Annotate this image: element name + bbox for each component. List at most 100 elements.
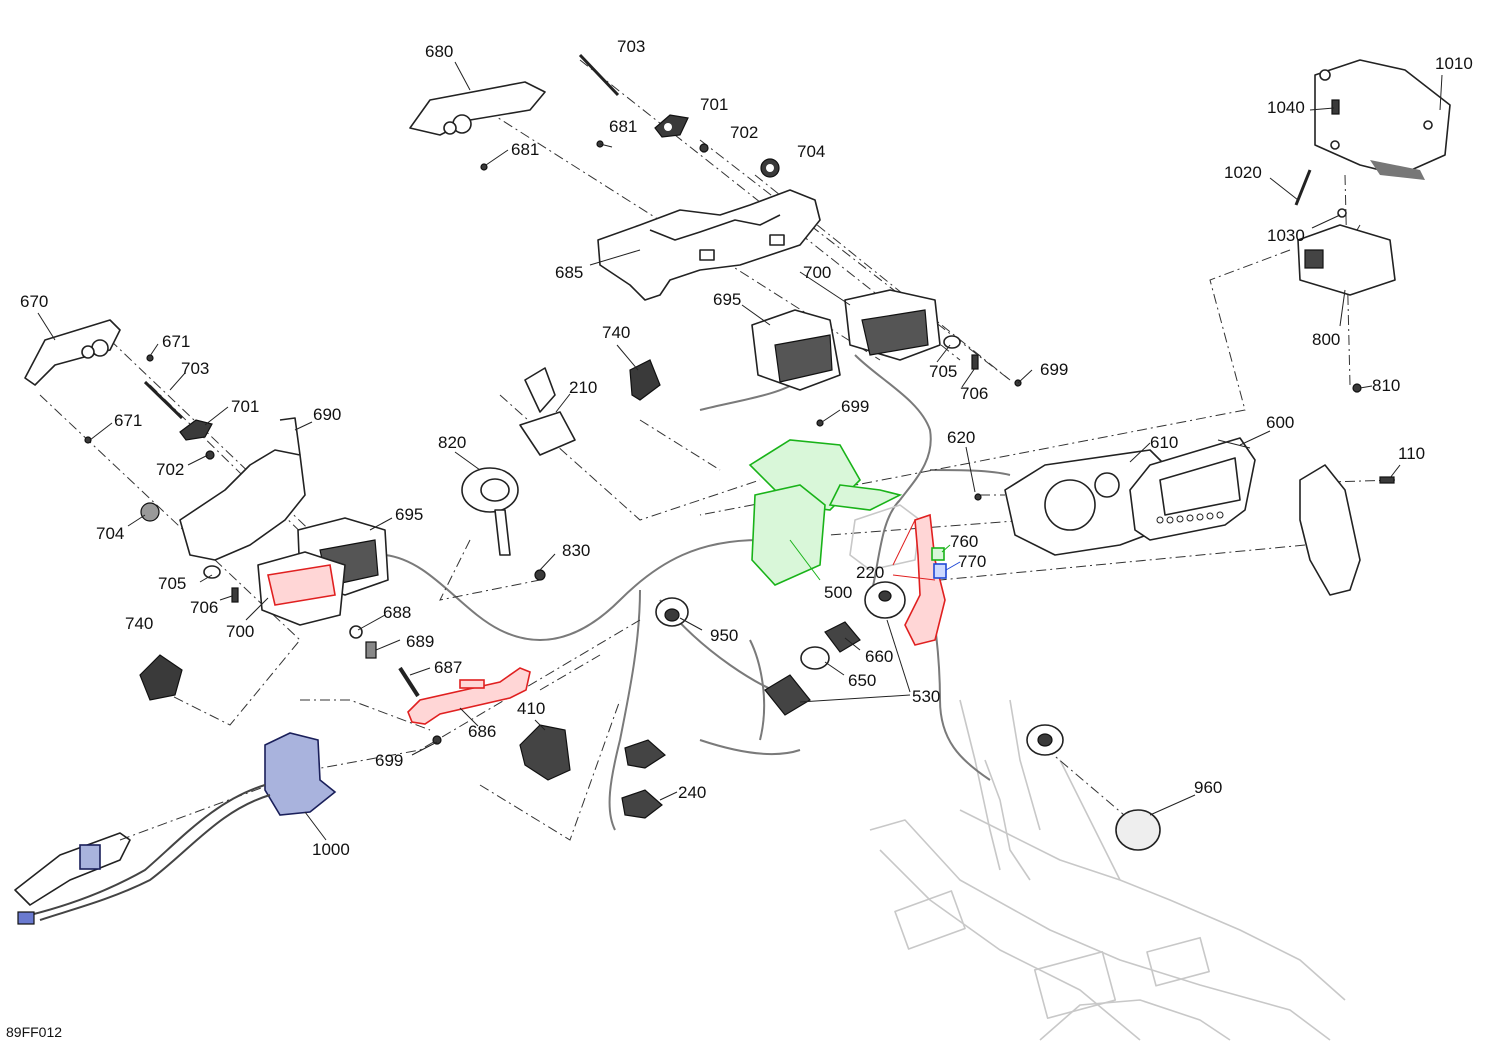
callout-1030: 1030 (1267, 226, 1305, 245)
part-686-bracket-red (407, 667, 531, 725)
part-685-bracket (597, 189, 821, 301)
callout-770: 770 (958, 552, 986, 571)
assembly-dashed-lines (39, 59, 1396, 841)
part-620-screw (974, 493, 982, 501)
callout-671: 671 (114, 411, 142, 430)
callout-699: 699 (375, 751, 403, 770)
callout-620: 620 (947, 428, 975, 447)
part-681-screw (480, 140, 604, 171)
callout-210: 210 (569, 378, 597, 397)
callout-800: 800 (1312, 330, 1340, 349)
callout-689: 689 (406, 632, 434, 651)
part-702-screw-left (205, 450, 215, 460)
part-703-screw-left (143, 380, 184, 420)
part-701-nut-left (179, 419, 213, 441)
callout-695: 695 (713, 290, 741, 309)
part-706-screw-left (231, 587, 239, 603)
callout-690: 690 (313, 405, 341, 424)
vehicle-frame (869, 699, 1346, 1041)
callout-410: 410 (517, 699, 545, 718)
part-810-screw (1352, 383, 1362, 393)
callout-110: 110 (1398, 444, 1425, 463)
part-800-module (1297, 224, 1396, 296)
part-820-horn (461, 467, 519, 556)
part-210-connector (519, 367, 576, 456)
callout-660: 660 (865, 647, 893, 666)
callout-500: 500 (824, 583, 852, 602)
part-706-screw (971, 354, 979, 370)
callout-labels: 680 703 701 681 681 702 704 1010 1040 10… (20, 37, 1473, 859)
part-671-screw (84, 354, 154, 444)
part-950-switch (655, 597, 689, 627)
callout-703: 703 (617, 37, 645, 56)
callout-702: 702 (730, 123, 758, 142)
part-687-screw (398, 666, 420, 698)
part-830-nut (534, 569, 546, 581)
drawing-code: 89FF012 (6, 1024, 62, 1040)
part-688-washer (349, 625, 363, 639)
part-701-nut (654, 114, 689, 138)
part-704-grommet-left (140, 502, 160, 522)
part-705-washer-left (203, 565, 221, 579)
callout-740: 740 (125, 614, 153, 633)
callout-1010: 1010 (1435, 54, 1473, 73)
callout-220: 220 (856, 563, 884, 582)
callout-240: 240 (678, 783, 706, 802)
callout-703: 703 (181, 359, 209, 378)
callout-671: 671 (162, 332, 190, 351)
part-410-connector (519, 724, 571, 781)
part-695-light-module (751, 309, 841, 391)
callout-704: 704 (797, 142, 825, 161)
part-12v-socket (1026, 724, 1064, 756)
callout-950: 950 (710, 626, 738, 645)
callout-695: 695 (395, 505, 423, 524)
part-600-instrument-display (1129, 437, 1256, 541)
callout-leaders (37, 61, 1443, 841)
part-704-grommet (760, 158, 780, 178)
part-699-screw-left (432, 735, 442, 745)
part-500-electrical-box (748, 439, 903, 586)
callout-688: 688 (383, 603, 411, 622)
part-240-connector (621, 789, 663, 819)
part-ignition-switch (764, 674, 811, 716)
callout-700: 700 (803, 263, 831, 282)
part-1000-handlebar-switch (14, 732, 337, 925)
part-handguard-bracket (1299, 464, 1361, 596)
callout-650: 650 (848, 671, 876, 690)
part-1010-bracket (1314, 59, 1451, 180)
part-700-light-module-left (257, 551, 346, 626)
part-702-screw (699, 143, 709, 153)
part-700-light-module (844, 289, 941, 361)
callout-680: 680 (425, 42, 453, 61)
callout-830: 830 (562, 541, 590, 560)
callout-704: 704 (96, 524, 124, 543)
part-705-washer (943, 335, 961, 349)
callout-530: 530 (912, 687, 940, 706)
part-110-screw (1379, 476, 1395, 484)
callout-706: 706 (960, 384, 988, 403)
part-fuse-box (849, 504, 921, 571)
part-1040-screw (1331, 99, 1340, 115)
callout-610: 610 (1150, 433, 1178, 452)
callout-702: 702 (156, 460, 184, 479)
part-760-connector (931, 547, 945, 561)
callout-705: 705 (158, 574, 186, 593)
part-680-light-housing (409, 81, 546, 136)
callout-685: 685 (555, 263, 583, 282)
callout-699: 699 (841, 397, 869, 416)
part-740-switch-left (139, 654, 183, 701)
part-690-bracket (179, 417, 306, 561)
callout-687: 687 (434, 658, 462, 677)
part-960-cap (1115, 809, 1161, 851)
part-harness-connector (624, 739, 666, 769)
callout-686: 686 (468, 722, 496, 741)
callout-820: 820 (438, 433, 466, 452)
callout-810: 810 (1372, 376, 1400, 395)
callout-760: 760 (950, 532, 978, 551)
callout-701: 701 (231, 397, 259, 416)
part-703-screw (578, 53, 620, 97)
callout-700: 700 (226, 622, 254, 641)
part-770-connector (933, 563, 947, 579)
callout-670: 670 (20, 292, 48, 311)
